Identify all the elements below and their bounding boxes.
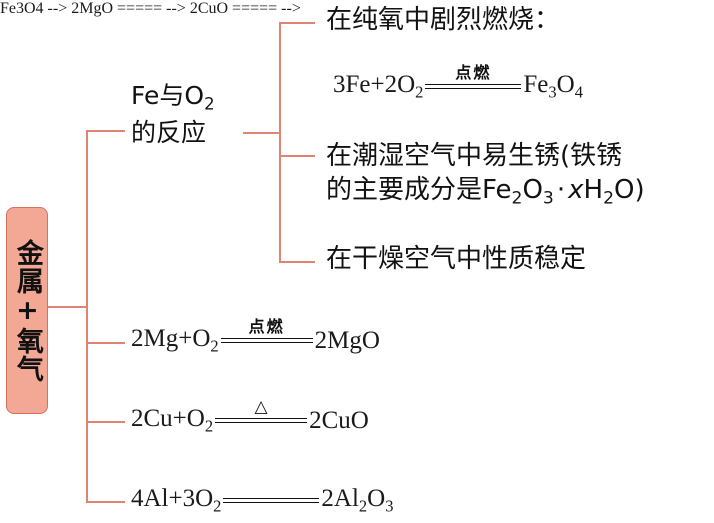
equation-al-left-sub: 2 (213, 496, 222, 516)
connector-branch-mg (86, 342, 125, 344)
connector-level1-trunk (86, 130, 88, 502)
equation-al-right: 2Al2O3 (321, 485, 393, 516)
leaf-moist-air-line2-pre: 的主要成分是Fe (326, 175, 512, 206)
leaf-moist-air-line1: 在潮湿空气中易生锈(铁锈 (326, 141, 623, 171)
equation-fe-left: 3Fe+2O2 (333, 71, 423, 102)
leaf-moist-air-sub3: 2 (603, 188, 614, 209)
reaction-condition-ignite-fe: 点燃 (455, 63, 492, 83)
leaf-moist-air-line2: 的主要成分是Fe2O3·xH2O) (326, 173, 645, 210)
leaf-moist-air-rust: 在潮湿空气中易生锈(铁锈 的主要成分是Fe2O3·xH2O) (326, 139, 645, 210)
equation-al-left: 4Al+3O2 (131, 485, 221, 516)
leaf-moist-air-end: O) (613, 175, 645, 206)
leaf-moist-air-mid: O (522, 175, 543, 206)
equation-mg-left-text: 2Mg+O (131, 325, 211, 352)
branch-label-fe-o2-line1: Fe与O (131, 81, 205, 110)
equation-fe-right: Fe3O4 (523, 71, 583, 102)
equation-al-right-b: O (367, 485, 386, 512)
reaction-condition-heat-cu: △ (254, 397, 268, 417)
reaction-rule-mg (220, 337, 313, 344)
connector-branch-cu (86, 421, 125, 423)
reaction-arrow-ignite-mg: 点燃 (220, 319, 313, 344)
equation-mg-o2-mgo: 2Mg+O2 点燃 2MgO (131, 319, 380, 356)
leaf-pure-oxygen-text: 在纯氧中剧烈燃烧： (326, 5, 561, 35)
reaction-condition-ignite-mg: 点燃 (248, 317, 285, 337)
branch-label-fe-o2-line2: 的反应 (131, 117, 207, 147)
equation-fe-right-b: O (556, 71, 575, 98)
connector-root-stub (48, 306, 87, 308)
equation-fe-left-sub: 2 (415, 82, 424, 102)
reaction-rule-al (223, 497, 320, 504)
reaction-rule-fe (425, 83, 522, 90)
equation-al-right-a-sub: 2 (358, 496, 368, 516)
connector-child-pure-oxygen (279, 22, 315, 24)
leaf-moist-air-h: H (583, 175, 604, 206)
connector-branch-al (86, 501, 125, 503)
equation-fe-right-b-sub: 4 (574, 82, 583, 102)
leaf-moist-air-x: x (568, 175, 584, 206)
connector-child-dry-air (279, 261, 315, 263)
connector-fe-parent-stub (243, 132, 280, 134)
equation-fe-right-a-sub: 3 (548, 82, 557, 102)
equation-mg-left-sub: 2 (210, 336, 219, 356)
equation-fe-o2-fe3o4: 3Fe+2O2 点燃 Fe3O4 (333, 65, 583, 102)
root-node-label: 金属+氧气 (11, 238, 43, 383)
equation-al-right-b-sub: 3 (385, 496, 394, 516)
equation-cu-o2-cuo: 2Cu+O2 △ 2CuO (131, 398, 369, 436)
equation-fe-right-a: Fe (523, 71, 549, 98)
reaction-arrow-plain-al (223, 497, 320, 504)
leaf-moist-air-dot: · (556, 175, 566, 206)
leaf-moist-air-sub1: 2 (511, 188, 523, 209)
reaction-rule-cu (215, 417, 308, 424)
reaction-arrow-ignite-fe: 点燃 (425, 65, 522, 90)
equation-al-right-a: 2Al (321, 485, 359, 512)
equation-al-left-text: 4Al+3O (131, 485, 214, 512)
equation-fe-left-text: 3Fe+2O (333, 71, 416, 98)
connector-child-moist-air (279, 155, 315, 157)
root-node-metal-plus-oxygen: 金属+氧气 (6, 207, 48, 414)
leaf-moist-air-sub2: 3 (542, 188, 554, 209)
leaf-dry-air-stable: 在干燥空气中性质稳定 (326, 244, 587, 274)
equation-mg-right: 2MgO (314, 326, 380, 354)
equation-mg-left: 2Mg+O2 (131, 325, 219, 356)
branch-label-fe-o2: Fe与O2 的反应 (131, 79, 215, 150)
reaction-arrow-heat-cu: △ (215, 398, 308, 424)
connector-level2-trunk (279, 22, 281, 262)
equation-cu-right: 2CuO (309, 406, 369, 434)
equation-cu-left-text: 2Cu+O (131, 405, 205, 432)
equation-cu-left: 2Cu+O2 (131, 405, 213, 436)
branch-label-fe-o2-line1-sub: 2 (204, 94, 215, 114)
connector-branch-fe (86, 130, 125, 132)
equation-cu-left-sub: 2 (204, 416, 214, 436)
